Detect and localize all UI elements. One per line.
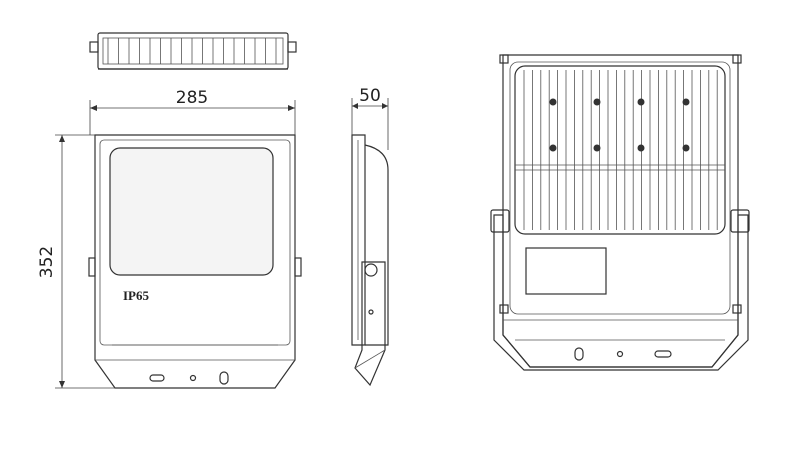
width-value: 285 bbox=[176, 88, 208, 108]
ip-rating-label: IP65 bbox=[123, 288, 150, 303]
front-view: IP65 285 352 bbox=[37, 88, 302, 389]
side-view: 50 bbox=[351, 86, 389, 387]
width-dimension: 285 bbox=[89, 88, 296, 135]
mounting-slot bbox=[149, 374, 165, 382]
depth-dimension: 50 bbox=[351, 86, 389, 150]
top-view bbox=[89, 32, 297, 70]
lens-panel bbox=[109, 147, 274, 276]
rear-view bbox=[490, 54, 750, 371]
height-dimension: 352 bbox=[37, 134, 115, 389]
height-value: 352 bbox=[37, 246, 57, 278]
depth-value: 50 bbox=[359, 86, 381, 106]
label-plate bbox=[525, 247, 607, 295]
